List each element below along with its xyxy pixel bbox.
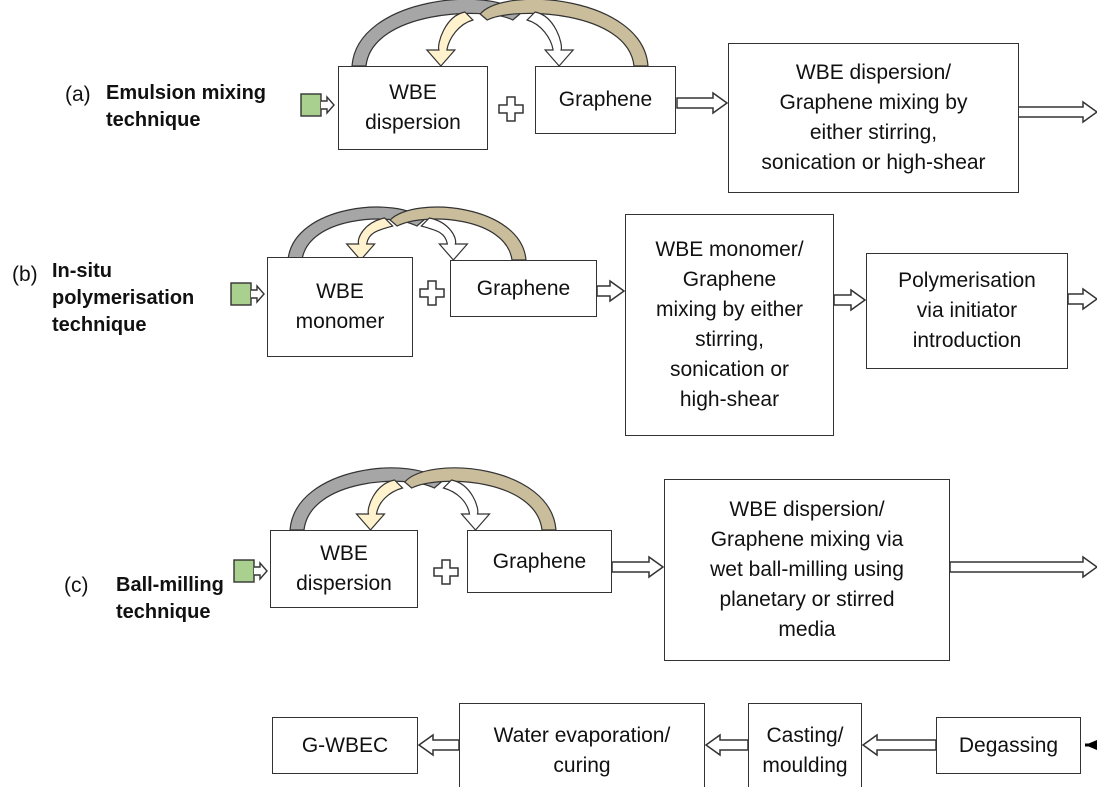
row-a-mixing-box: WBE dispersion/ Graphene mixing by eithe… — [728, 43, 1019, 193]
grey-curved-arrow-band — [351, 0, 521, 67]
degassing-box: Degassing — [936, 717, 1081, 774]
row-c-technique-label: Ball-milling technique — [116, 574, 224, 623]
row-a-start-marker-icon — [300, 93, 335, 117]
tan-curved-arrow-band — [403, 467, 557, 531]
row-c-flow-arrow-icon — [611, 555, 665, 579]
row-a-graphene-box: Graphene — [535, 66, 676, 134]
row-c-letter: (c) — [64, 574, 89, 597]
white-arrowhead-right — [420, 217, 469, 261]
casting-moulding-box: Casting/ moulding — [748, 703, 862, 787]
row-a-letter: (a) — [65, 83, 91, 106]
final-arrow-to-product-icon — [417, 733, 460, 757]
grey-curved-arrow-band — [289, 467, 443, 531]
cream-arrowhead-left — [345, 217, 394, 261]
row-c-mixing-box: WBE dispersion/ Graphene mixing via wet … — [664, 479, 950, 661]
row-b-mixing-box: WBE monomer/ Graphene mixing by either s… — [625, 214, 834, 436]
row-a-wbe-dispersion-box: WBE dispersion — [338, 66, 488, 150]
row-b-polymerisation-box: Polymerisation via initiator introductio… — [866, 253, 1068, 369]
white-arrowhead-right — [442, 479, 491, 531]
row-b-graphene-box: Graphene — [450, 260, 597, 317]
product-gwbec-box: G-WBEC — [272, 717, 418, 774]
row-b-plus-icon — [419, 280, 445, 306]
row-a-exchange-arrows-icon — [351, 0, 649, 67]
water-evaporation-curing-box: Water evaporation/ curing — [459, 703, 705, 787]
cream-arrowhead-left — [355, 479, 404, 531]
row-a-technique-label: Emulsion mixing technique — [106, 82, 267, 131]
row-b-flow-arrow-2-icon — [833, 288, 867, 312]
row-c-exchange-arrows-icon — [289, 467, 557, 531]
row-c-start-marker-icon — [233, 559, 268, 583]
row-c-exit-arrow-icon — [949, 555, 1097, 579]
row-b-letter: (b) — [12, 263, 38, 286]
tan-curved-arrow-band — [389, 206, 527, 261]
row-b-start-marker-icon — [230, 282, 265, 306]
row-c-graphene-box: Graphene — [467, 530, 612, 593]
tan-curved-arrow-band — [479, 0, 649, 67]
row-a-flow-arrow-icon — [676, 91, 729, 115]
row-c-plus-icon — [433, 559, 459, 585]
row-b-wbe-monomer-box: WBE monomer — [267, 257, 413, 357]
row-b-technique-label: In-situ polymerisation technique — [52, 260, 195, 336]
white-arrowhead-right — [525, 11, 575, 67]
row-a-plus-icon — [498, 96, 524, 122]
final-arrow-to-evaporation-icon — [704, 733, 749, 757]
row-c-wbe-dispersion-box: WBE dispersion — [270, 530, 418, 608]
row-a-exit-arrow-icon — [1017, 100, 1097, 124]
row-b-exchange-arrows-icon — [287, 206, 527, 261]
row-b-exit-arrow-icon — [1067, 287, 1097, 311]
row-b-flow-arrow-1-icon — [596, 279, 626, 303]
cream-arrowhead-left — [425, 11, 475, 67]
final-arrow-to-casting-icon — [861, 733, 937, 757]
